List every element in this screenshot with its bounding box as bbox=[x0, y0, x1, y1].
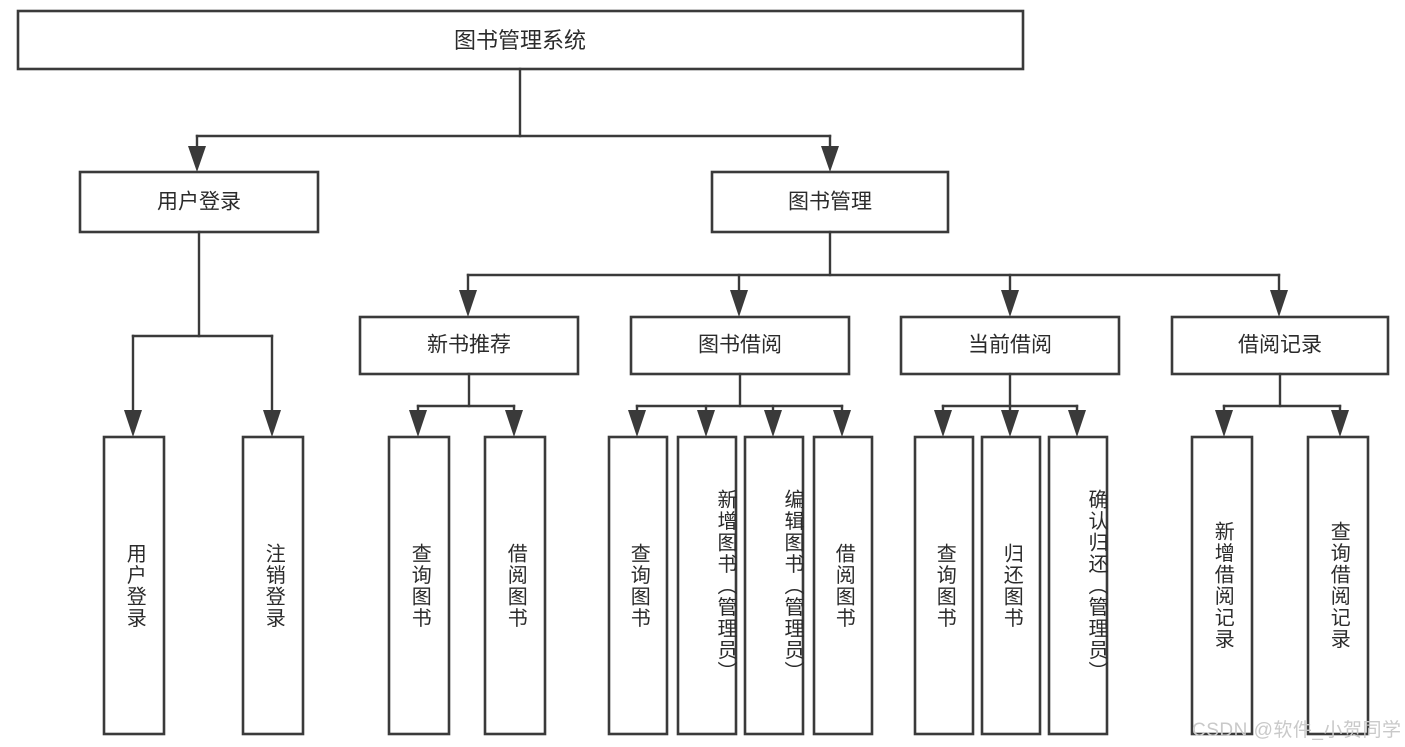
leaf-box-current-borrow-2[interactable] bbox=[1047, 435, 1109, 736]
node-book-borrow[interactable]: 图书借阅 bbox=[629, 315, 851, 376]
node-new-book[interactable]: 新书推荐 bbox=[358, 315, 580, 376]
arrow-to-leaf-current-borrow-0 bbox=[934, 410, 952, 437]
arrow-to-leaf-new-book-0 bbox=[409, 410, 427, 437]
arrow-to-leaf-current-borrow-1 bbox=[1001, 410, 1019, 437]
leaf-box-current-borrow-1[interactable] bbox=[980, 435, 1042, 736]
node-current-borrow-box[interactable] bbox=[899, 315, 1121, 376]
arrow-to-borrow-record bbox=[1270, 290, 1288, 317]
node-root-box[interactable] bbox=[16, 9, 1025, 71]
node-current-borrow[interactable]: 当前借阅 bbox=[899, 315, 1121, 376]
leaf-box-new-book-0[interactable] bbox=[387, 435, 451, 736]
node-new-book-box[interactable] bbox=[358, 315, 580, 376]
arrow-to-leaf-current-borrow-2 bbox=[1068, 410, 1086, 437]
watermark-text: CSDN @软件_小贺同学 bbox=[1192, 720, 1402, 741]
arrow-to-leaf-borrow-record-1 bbox=[1331, 410, 1349, 437]
node-book-borrow-label: 图书借阅 bbox=[698, 334, 782, 357]
arrow-to-leaf-book-borrow-0 bbox=[628, 410, 646, 437]
leaf-box-book-borrow-2[interactable] bbox=[743, 435, 805, 736]
node-book-manage-label: 图书管理 bbox=[788, 191, 872, 214]
arrow-to-leaf-book-borrow-2 bbox=[764, 410, 782, 437]
node-borrow-record[interactable]: 借阅记录 bbox=[1170, 315, 1390, 376]
node-book-borrow-box[interactable] bbox=[629, 315, 851, 376]
arrow-to-user-login bbox=[188, 146, 206, 172]
node-book-manage[interactable]: 图书管理 bbox=[710, 170, 950, 234]
node-root-label: 图书管理系统 bbox=[454, 28, 586, 53]
arrow-to-leaf-book-borrow-3 bbox=[833, 410, 851, 437]
node-user-login[interactable]: 用户登录 bbox=[78, 170, 320, 234]
leaf-box-current-borrow-0[interactable] bbox=[913, 435, 975, 736]
node-user-login-label: 用户登录 bbox=[157, 191, 241, 214]
leaf-box-user-login-1[interactable] bbox=[241, 435, 305, 736]
leaf-box-book-borrow-1[interactable] bbox=[676, 435, 738, 736]
arrow-to-book-borrow bbox=[730, 290, 748, 317]
leaf-box-borrow-record-1[interactable] bbox=[1306, 435, 1370, 736]
leaf-box-user-login-0[interactable] bbox=[102, 435, 166, 736]
arrow-to-leaf-book-borrow-1 bbox=[697, 410, 715, 437]
arrow-to-leaf-borrow-record-0 bbox=[1215, 410, 1233, 437]
node-current-borrow-label: 当前借阅 bbox=[968, 334, 1052, 357]
arrow-to-new-book bbox=[459, 290, 477, 317]
node-book-manage-box[interactable] bbox=[710, 170, 950, 234]
leaf-box-borrow-record-0[interactable] bbox=[1190, 435, 1254, 736]
arrow-to-leaf-user-login-1 bbox=[263, 410, 281, 437]
leaf-box-book-borrow-3[interactable] bbox=[812, 435, 874, 736]
node-borrow-record-label: 借阅记录 bbox=[1238, 334, 1322, 357]
leaf-box-book-borrow-0[interactable] bbox=[607, 435, 669, 736]
arrow-to-leaf-user-login-0 bbox=[124, 410, 142, 437]
arrow-to-current-borrow bbox=[1001, 290, 1019, 317]
arrow-to-book-manage bbox=[821, 146, 839, 172]
arrow-to-leaf-new-book-1 bbox=[505, 410, 523, 437]
node-borrow-record-box[interactable] bbox=[1170, 315, 1390, 376]
node-new-book-label: 新书推荐 bbox=[427, 334, 511, 357]
leaf-box-new-book-1[interactable] bbox=[483, 435, 547, 736]
node-root[interactable]: 图书管理系统 bbox=[16, 9, 1025, 71]
